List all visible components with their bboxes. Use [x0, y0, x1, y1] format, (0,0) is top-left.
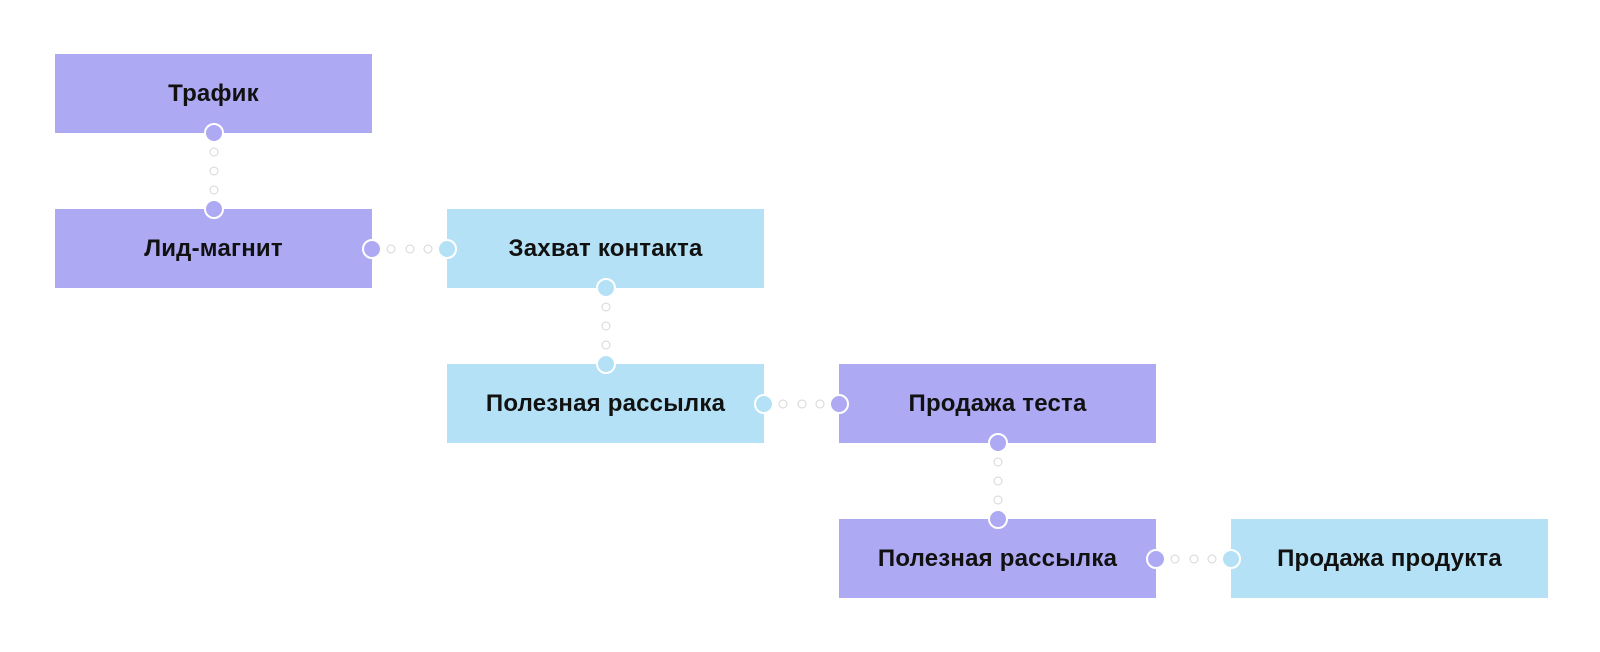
connector-dot — [209, 166, 218, 176]
connector-port — [362, 238, 382, 259]
node-lead-magnet: Лид-магнит — [55, 209, 372, 288]
connector-port — [987, 509, 1008, 529]
node-label: Лид-магнит — [144, 234, 283, 262]
connector-port — [1221, 548, 1241, 569]
connector-port — [987, 433, 1008, 453]
node-label: Продажа продукта — [1277, 544, 1502, 572]
connector-port — [437, 238, 457, 259]
connector-dot — [209, 185, 218, 195]
node-label: Полезная рассылка — [877, 544, 1118, 572]
connector-dot — [778, 399, 788, 408]
connector-port — [1146, 548, 1166, 569]
connector-dot — [1170, 554, 1180, 563]
connector-dot — [993, 457, 1002, 467]
node-traffic: Трафик — [55, 54, 372, 133]
connector-dot — [601, 340, 610, 350]
connector-dot — [405, 244, 414, 253]
connector-dot — [797, 399, 806, 408]
connector-dot — [601, 302, 610, 312]
connector-dot — [993, 476, 1002, 486]
connector-port — [203, 199, 224, 219]
connector-port — [754, 393, 774, 414]
node-product-sale: Продажа продукта — [1231, 519, 1548, 598]
connector-dot — [601, 321, 610, 331]
connector-port — [595, 278, 616, 298]
connector-port — [829, 393, 849, 414]
node-label: Трафик — [168, 79, 259, 107]
connector-dot — [423, 244, 433, 253]
connector-dot — [1207, 554, 1217, 563]
connector-port — [203, 123, 224, 143]
connector-dot — [209, 147, 218, 157]
connector-dot — [386, 244, 396, 253]
connector-dot — [1189, 554, 1198, 563]
node-useful-newsletter-2: Полезная рассылка — [839, 519, 1156, 598]
node-contact-capture: Захват контакта — [447, 209, 764, 288]
node-label: Продажа теста — [908, 389, 1087, 417]
node-label: Полезная рассылка — [485, 389, 726, 417]
node-useful-newsletter-1: Полезная рассылка — [447, 364, 764, 443]
connector-dot — [815, 399, 825, 408]
node-label: Захват контакта — [508, 234, 703, 262]
node-test-sale: Продажа теста — [839, 364, 1156, 443]
connector-dot — [993, 495, 1002, 505]
connector-port — [595, 354, 616, 374]
